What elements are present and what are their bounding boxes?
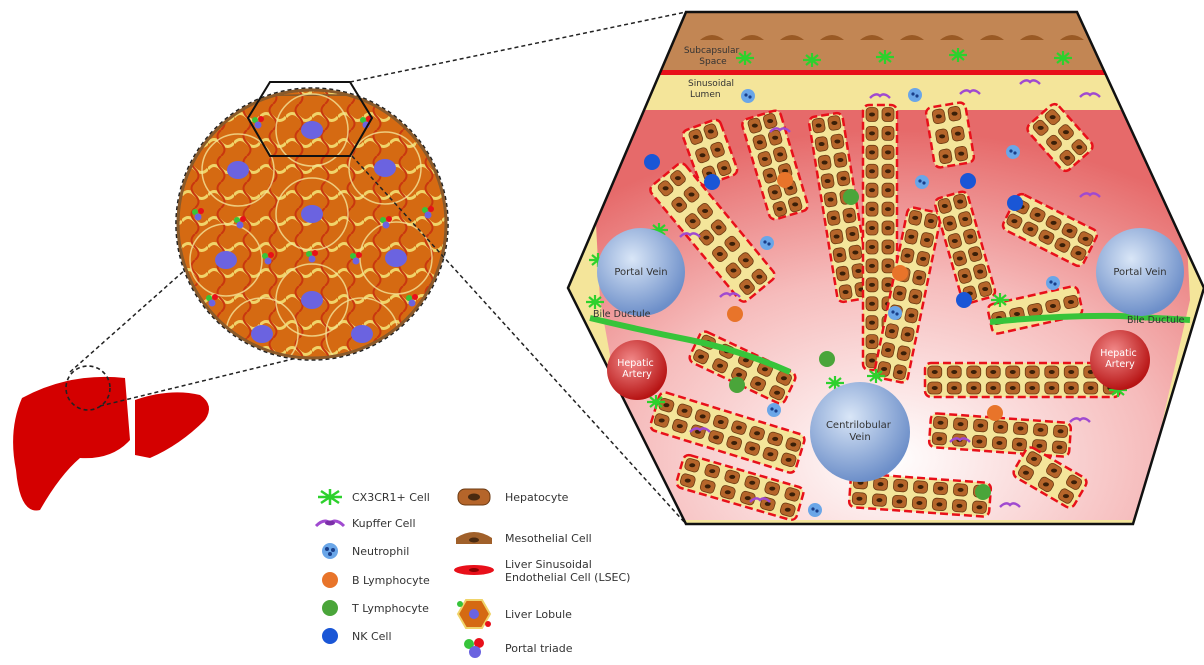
immune-cell <box>727 306 743 322</box>
legend-label: Neutrophil <box>352 545 409 558</box>
hepatocyte-plate <box>925 102 974 169</box>
nk-cell-icon <box>322 628 338 644</box>
immune-cell <box>760 236 774 250</box>
legend-label: Hepatocyte <box>505 491 569 504</box>
immune-cell <box>1046 276 1060 290</box>
legend-label: Liver Lobule <box>505 608 572 621</box>
immune-cell <box>777 172 793 188</box>
legend-label: Kupffer Cell <box>352 517 416 530</box>
kupffer-cell-icon <box>316 521 344 527</box>
lobule-magnification <box>176 82 448 370</box>
immune-cell <box>704 174 720 190</box>
liver-lobule-icon <box>457 600 491 628</box>
neutrophil-icon <box>322 543 338 559</box>
legend-label: NK Cell <box>352 630 392 643</box>
bile-ductule-left-label: Bile Ductule <box>593 309 651 320</box>
legend-label: Portal triade <box>505 642 573 655</box>
immune-cell <box>960 173 976 189</box>
hepatocyte-plate <box>925 363 1120 397</box>
zoom-line <box>70 270 185 372</box>
portal-vein-left-label: Portal Vein <box>614 267 667 278</box>
immune-cell <box>888 306 902 320</box>
immune-cell <box>908 88 922 102</box>
mesothelial-cell-icon <box>456 532 492 544</box>
sinusoid-detail: Portal Vein Portal Vein Hepatic Artery H… <box>560 12 1204 524</box>
t-lymphocyte-icon <box>322 600 338 616</box>
immune-cell <box>975 484 991 500</box>
legend-label: CX3CR1+ Cell <box>352 491 430 504</box>
immune-cell <box>819 351 835 367</box>
hepatic-artery-right-label: Hepatic Artery <box>1100 348 1139 370</box>
immune-cell <box>741 89 755 103</box>
cx3cr1-cell-icon <box>318 489 342 505</box>
immune-cell <box>956 292 972 308</box>
lsec-icon <box>454 565 494 575</box>
hepatocyte-icon <box>458 489 490 505</box>
immune-cell <box>1006 145 1020 159</box>
immune-cell <box>843 189 859 205</box>
immune-cell <box>915 175 929 189</box>
immune-cell <box>892 265 908 281</box>
bile-ductule-right-label: Bile Ductule <box>1127 315 1185 326</box>
immune-cell <box>644 154 660 170</box>
immune-cell <box>729 377 745 393</box>
zoom-line <box>350 12 686 82</box>
portal-vein-right-label: Portal Vein <box>1113 267 1166 278</box>
b-lymphocyte-icon <box>322 572 338 588</box>
legend-label: Liver Sinusoidal Endothelial Cell (LSEC) <box>505 558 630 584</box>
immune-cell <box>767 403 781 417</box>
legend-label: T Lymphocyte <box>351 602 429 615</box>
immune-cell <box>987 405 1003 421</box>
liver-organ <box>13 377 209 511</box>
hepatic-artery-left-label: Hepatic Artery <box>617 358 656 380</box>
immune-cell <box>808 503 822 517</box>
legend-label: B Lymphocyte <box>352 574 430 587</box>
legend-label: Mesothelial Cell <box>505 532 592 545</box>
legend: CX3CR1+ Cell Kupffer Cell Neutrophil B L… <box>316 489 630 658</box>
portal-triade-icon <box>464 638 484 658</box>
immune-cell <box>1007 195 1023 211</box>
